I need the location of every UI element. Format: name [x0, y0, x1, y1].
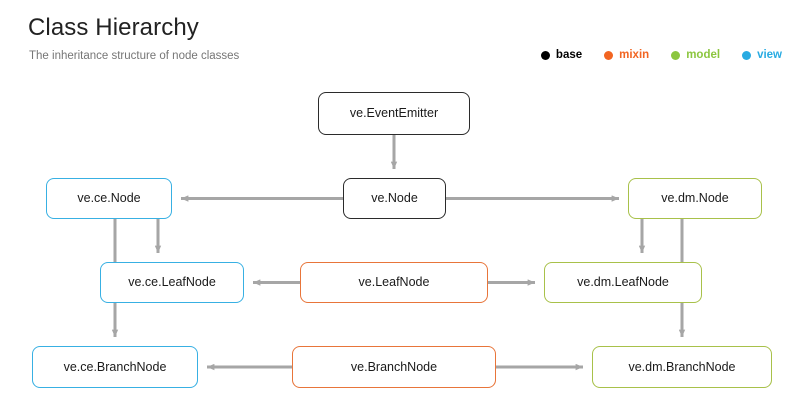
node-ve-ce-Node[interactable]: ve.ce.Node	[46, 178, 172, 219]
node-ve-dm-BranchNode[interactable]: ve.dm.BranchNode	[592, 346, 772, 388]
node-label: ve.EventEmitter	[349, 106, 439, 121]
legend-item-base: base	[540, 49, 583, 62]
legend-item-view: view	[742, 49, 782, 62]
legend: base mixin model view	[540, 49, 782, 62]
node-label: ve.ce.BranchNode	[63, 359, 167, 374]
legend-dot-icon	[540, 51, 550, 61]
node-label: ve.dm.Node	[661, 191, 729, 206]
node-label: ve.BranchNode	[350, 359, 438, 374]
node-ve-ce-BranchNode[interactable]: ve.ce.BranchNode	[32, 346, 198, 388]
legend-label: base	[555, 49, 583, 61]
node-ve-ce-LeafNode[interactable]: ve.ce.LeafNode	[100, 262, 244, 303]
page-subtitle: The inheritance structure of node classe…	[29, 50, 240, 62]
node-label: ve.LeafNode	[358, 275, 430, 290]
node-ve-LeafNode[interactable]: ve.LeafNode	[300, 262, 488, 303]
node-label: ve.ce.Node	[77, 191, 141, 206]
page-title: Class Hierarchy	[28, 14, 199, 41]
node-ve-dm-LeafNode[interactable]: ve.dm.LeafNode	[544, 262, 702, 303]
node-label: ve.dm.LeafNode	[577, 275, 669, 290]
node-label: ve.dm.BranchNode	[628, 359, 736, 374]
legend-dot-icon	[742, 51, 752, 61]
legend-dot-icon	[604, 51, 614, 61]
legend-item-mixin: mixin	[604, 49, 650, 62]
node-label: ve.ce.LeafNode	[128, 275, 216, 290]
legend-dot-icon	[671, 51, 681, 61]
node-label: ve.Node	[371, 191, 418, 206]
legend-label: model	[686, 49, 721, 61]
node-ve-dm-Node[interactable]: ve.dm.Node	[628, 178, 762, 219]
node-ve-Node[interactable]: ve.Node	[343, 178, 446, 219]
node-ve-BranchNode[interactable]: ve.BranchNode	[292, 346, 496, 388]
node-ve-EventEmitter[interactable]: ve.EventEmitter	[318, 92, 470, 135]
legend-item-model: model	[671, 49, 721, 62]
legend-label: mixin	[619, 49, 650, 61]
legend-label: view	[757, 49, 782, 61]
